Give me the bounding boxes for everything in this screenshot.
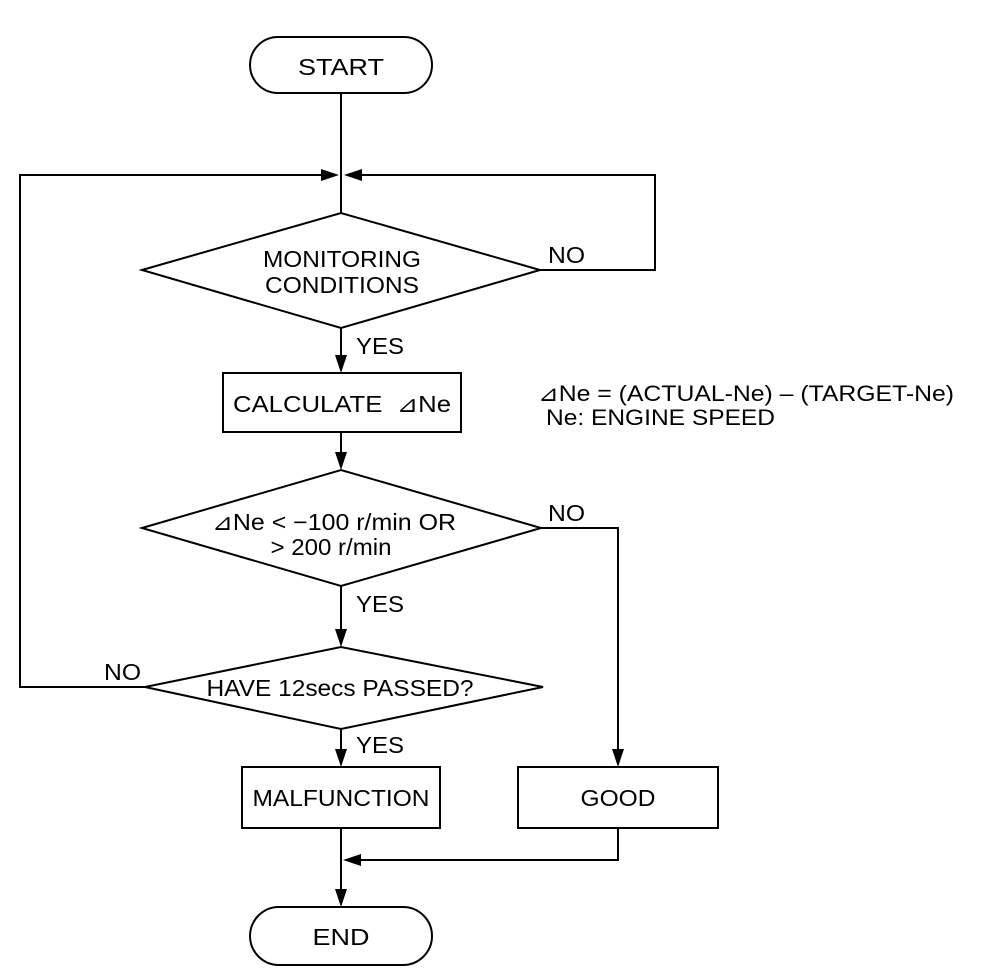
delta-yes-label: YES: [356, 591, 404, 617]
delta-check-label-line1: ⊿Ne < −100 r/min OR: [212, 509, 456, 535]
connector-delta-no: [541, 527, 619, 750]
arrowhead-merge-left: [343, 854, 361, 866]
monitoring-conditions-decision: [138, 211, 544, 330]
time-no-label: NO: [104, 659, 141, 685]
monitoring-label-line2: CONDITIONS: [265, 272, 419, 298]
delta-check-label-line2: > 200 r/min: [271, 534, 392, 560]
calculate-label: CALCULATE ⊿Ne: [233, 391, 451, 417]
arrowhead-to-malfunction: [335, 749, 347, 767]
note-delta-definition: ⊿Ne = (ACTUAL-Ne) – (TARGET-Ne): [538, 381, 954, 406]
monitoring-no-label: NO: [548, 242, 585, 268]
arrowhead-to-end: [335, 889, 347, 907]
monitoring-label-line1: MONITORING: [263, 246, 421, 272]
note-ne-definition: Ne: ENGINE SPEED: [546, 405, 775, 430]
delta-no-label: NO: [548, 500, 585, 526]
arrowhead-to-delta-check: [335, 452, 347, 470]
start-label: START: [298, 54, 384, 80]
arrowhead-to-good: [612, 749, 624, 767]
arrowhead-loop-left: [344, 169, 362, 181]
delta-check-decision: [138, 468, 545, 588]
connector-monitoring-no-loop: [360, 174, 656, 271]
monitoring-yes-label: YES: [356, 333, 404, 359]
malfunction-process: [241, 766, 441, 829]
arrowhead-loop-right: [321, 169, 339, 181]
time-yes-label: YES: [356, 732, 404, 758]
arrowhead-to-time-check: [335, 629, 347, 647]
connector-time-no-loop: [19, 174, 323, 688]
time-check-decision: [144, 645, 544, 731]
end-terminal: [249, 906, 433, 966]
end-label: END: [313, 924, 370, 950]
arrowhead-to-calculate: [335, 355, 347, 373]
malfunction-label: MALFUNCTION: [253, 785, 430, 811]
connector-good-to-merge: [360, 828, 619, 861]
good-label: GOOD: [581, 785, 656, 811]
good-process: [517, 766, 719, 829]
start-terminal: [249, 36, 433, 94]
time-check-label: HAVE 12secs PASSED?: [207, 675, 474, 701]
calculate-process: [222, 372, 462, 433]
